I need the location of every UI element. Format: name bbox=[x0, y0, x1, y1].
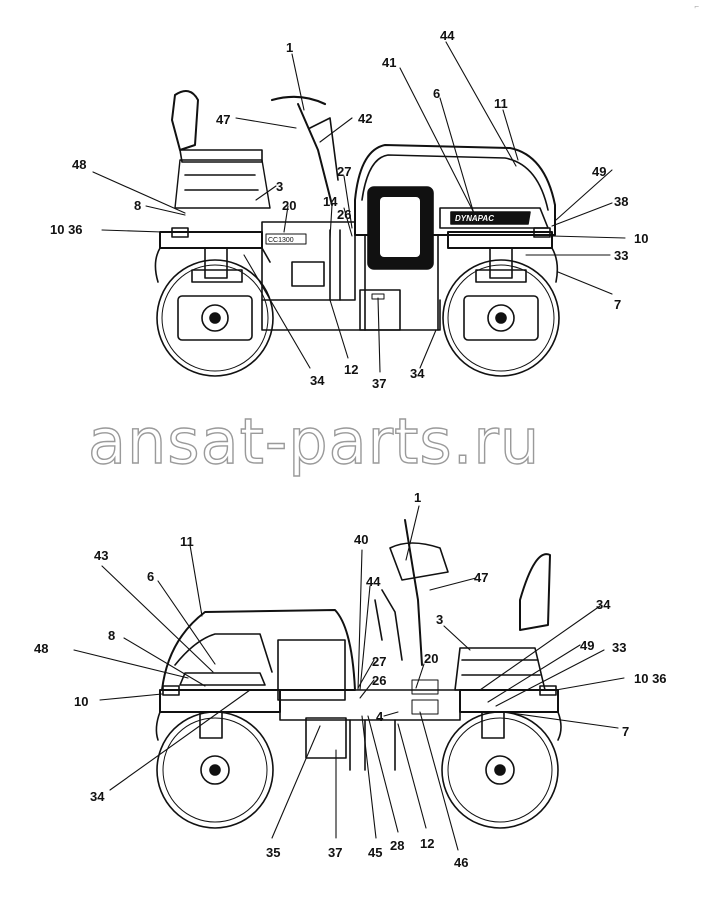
top-callout-12: 12 bbox=[344, 362, 358, 377]
bottom-callout-35: 35 bbox=[266, 845, 280, 860]
model-badge: CC1300 bbox=[268, 237, 294, 244]
top-callout-20: 20 bbox=[282, 198, 296, 213]
corner-mark: ⌐ bbox=[694, 2, 699, 11]
bottom-callout-10: 10 bbox=[74, 694, 88, 709]
top-callout-14: 14 bbox=[323, 194, 338, 209]
rear-drum bbox=[156, 259, 274, 377]
bottom-callout-7: 7 bbox=[622, 724, 629, 739]
top-callout-6: 6 bbox=[433, 86, 440, 101]
bottom-callout-33: 33 bbox=[612, 640, 626, 655]
bottom-callout-37: 37 bbox=[328, 845, 342, 860]
top-callout-11: 11 bbox=[494, 96, 508, 111]
top-callout-42: 42 bbox=[358, 111, 372, 126]
top-callout-41: 41 bbox=[382, 55, 396, 70]
bottom-callout-44: 44 bbox=[366, 574, 381, 589]
bottom-callout-46: 46 bbox=[454, 855, 468, 870]
brand-panel: DYNAPAC bbox=[455, 214, 494, 223]
top-callout-34: 34 bbox=[410, 366, 425, 381]
top-callout-49: 49 bbox=[592, 164, 606, 179]
roller-side-view-bottom bbox=[155, 519, 562, 829]
top-callout-27: 27 bbox=[337, 164, 351, 179]
bottom-callout-1: 1 bbox=[414, 490, 421, 505]
bottom-callout-47: 47 bbox=[474, 570, 488, 585]
bottom-callout-34: 34 bbox=[596, 597, 611, 612]
bottom-callout-43: 43 bbox=[94, 548, 108, 563]
top-callout-37: 37 bbox=[372, 376, 386, 391]
bottom-callout-26: 26 bbox=[372, 673, 386, 688]
bottom-callout-8: 8 bbox=[108, 628, 115, 643]
top-callout-26: 26 bbox=[337, 207, 351, 222]
top-callout-7: 7 bbox=[614, 297, 621, 312]
front-drum bbox=[442, 259, 560, 377]
bottom-callout-10-36: 10 36 bbox=[634, 671, 667, 686]
top-callout-34: 34 bbox=[310, 373, 325, 388]
roller-side-view-top bbox=[154, 90, 560, 377]
bottom-callout-48: 48 bbox=[34, 641, 48, 656]
top-callout-38: 38 bbox=[614, 194, 628, 209]
top-callout-10: 10 bbox=[634, 231, 648, 246]
top-callout-44: 44 bbox=[440, 28, 455, 43]
top-callout-48: 48 bbox=[72, 157, 86, 172]
watermark: ansat-parts.ru bbox=[87, 404, 541, 478]
top-callout-47: 47 bbox=[216, 112, 230, 127]
bottom-callout-28: 28 bbox=[390, 838, 404, 853]
bottom-callout-4: 4 bbox=[376, 709, 384, 724]
bottom-callout-34: 34 bbox=[90, 789, 105, 804]
top-callout-1: 1 bbox=[286, 40, 293, 55]
bottom-callout-11: 11 bbox=[180, 534, 194, 549]
top-callout-3: 3 bbox=[276, 179, 283, 194]
top-callout-10-36: 10 36 bbox=[50, 222, 83, 237]
bottom-callout-3: 3 bbox=[436, 612, 443, 627]
top-callout-8: 8 bbox=[134, 198, 141, 213]
bottom-callout-20: 20 bbox=[424, 651, 438, 666]
bottom-callout-12: 12 bbox=[420, 836, 434, 851]
bottom-callout-45: 45 bbox=[368, 845, 382, 860]
bottom-callout-27: 27 bbox=[372, 654, 386, 669]
bottom-callout-6: 6 bbox=[147, 569, 154, 584]
top-callout-33: 33 bbox=[614, 248, 628, 263]
bottom-callout-49: 49 bbox=[580, 638, 594, 653]
bottom-callout-40: 40 bbox=[354, 532, 368, 547]
leader-lines bbox=[73, 41, 626, 851]
